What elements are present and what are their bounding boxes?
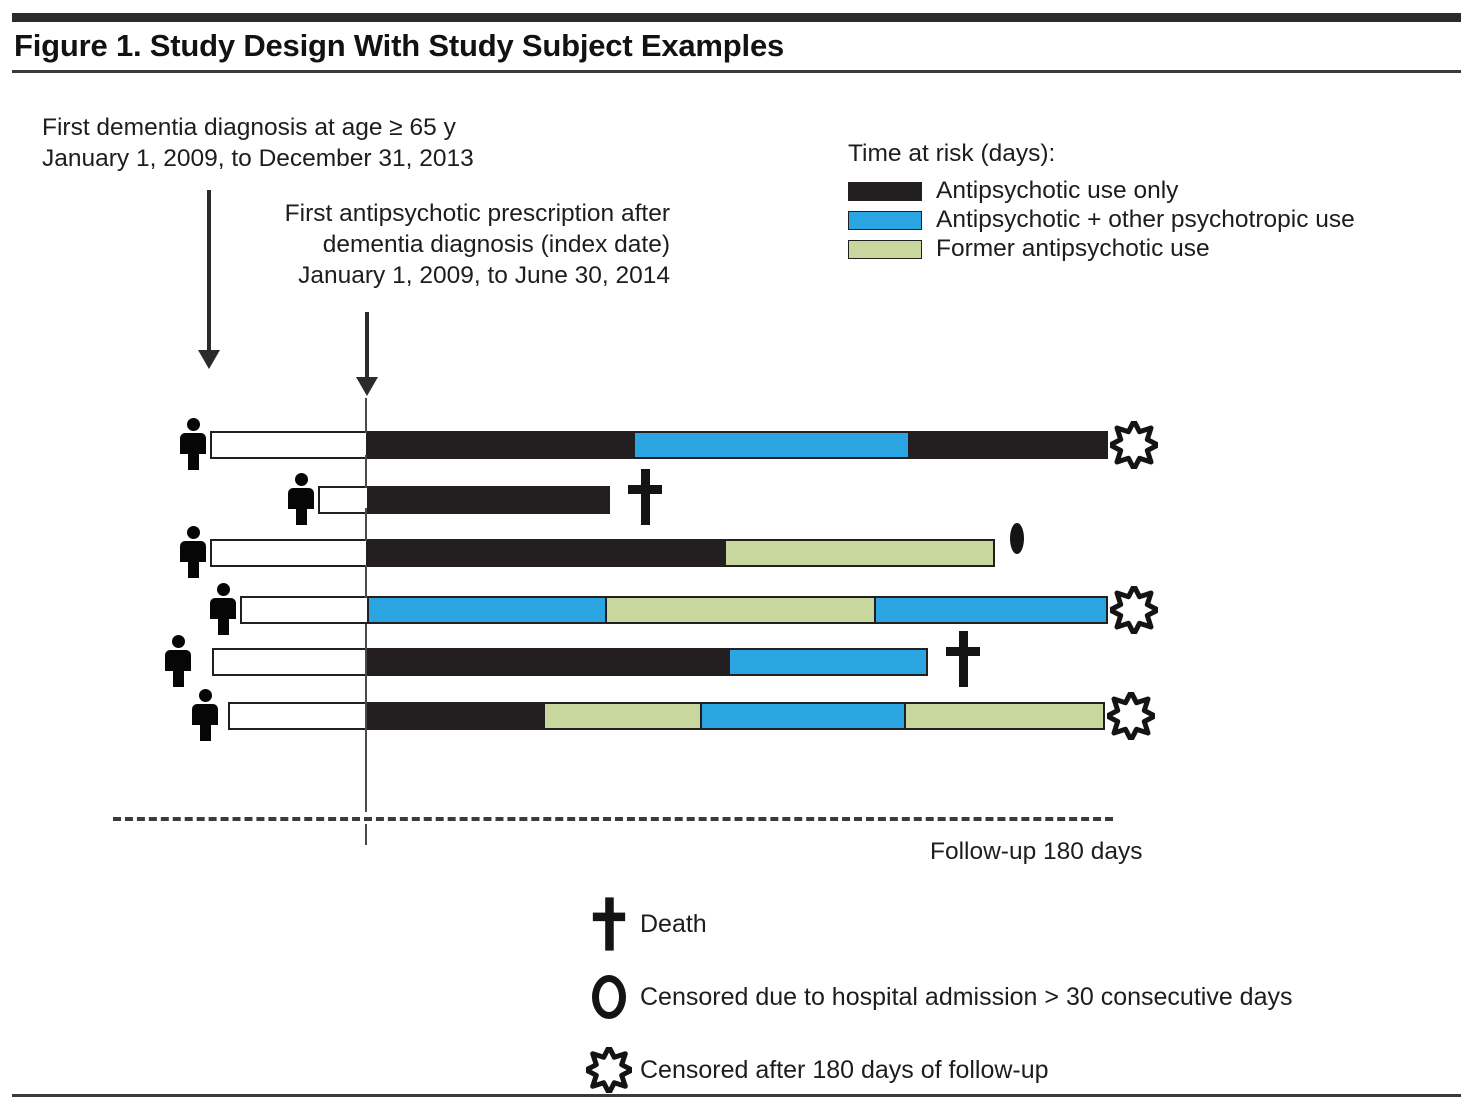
star-icon-subject-1 — [1107, 418, 1161, 474]
swatch-antipsychotic-plus-other — [848, 211, 922, 230]
bar-segment-pre — [230, 704, 367, 728]
index-date-line-segment — [365, 508, 368, 541]
bar-segment-black — [366, 541, 724, 565]
bar-segment-blue — [366, 598, 605, 622]
index-date-line-segment — [365, 824, 368, 845]
legend-item-death: Death — [578, 896, 1292, 952]
bar-segment-blue — [699, 704, 904, 728]
legend-item-blue: Antipsychotic + other psychotropic use — [848, 206, 1355, 235]
cross-icon — [578, 896, 640, 952]
bar-segment-black — [366, 704, 543, 728]
top-rule-thick — [12, 13, 1461, 22]
bar-segment-black — [908, 433, 1106, 457]
star-icon-subject-6 — [1104, 689, 1158, 745]
legend-item-censored-hospital: Censored due to hospital admission > 30 … — [578, 969, 1292, 1025]
timeline-bar-subject-3 — [210, 539, 995, 567]
bar-segment-pre — [320, 488, 368, 512]
bar-segment-pre — [212, 541, 367, 565]
bar-segment-black — [367, 488, 608, 512]
legend-label-former-antipsychotic: Former antipsychotic use — [936, 235, 1210, 263]
star-icon-subject-4 — [1107, 583, 1161, 639]
index-date-note: First antipsychotic prescription after d… — [284, 200, 670, 289]
timeline-bar-subject-4 — [240, 596, 1108, 624]
bar-segment-blue — [873, 598, 1106, 622]
circle-icon-subject-3 — [1010, 523, 1024, 554]
index-date-line-segment — [365, 565, 368, 598]
person-icon-subject-4 — [208, 583, 238, 635]
swatch-former-antipsychotic — [848, 240, 922, 259]
bar-segment-green — [604, 598, 874, 622]
time-at-risk-legend: Time at risk (days): Antipsychotic use o… — [848, 140, 1355, 264]
legend-item-censored-180: Censored after 180 days of follow-up — [578, 1042, 1292, 1098]
top-rule-thin — [12, 70, 1461, 73]
timeline-bar-subject-6 — [228, 702, 1105, 730]
page-title: Figure 1. Study Design With Study Subjec… — [14, 28, 785, 63]
legend-label-antipsychotic-plus-other: Antipsychotic + other psychotropic use — [936, 206, 1355, 234]
legend-title: Time at risk (days): — [848, 140, 1056, 167]
legend-item-green: Former antipsychotic use — [848, 235, 1355, 264]
legend-label-death: Death — [640, 909, 707, 938]
index-arrow-head-icon — [356, 377, 378, 396]
person-icon-subject-2 — [286, 473, 316, 525]
bar-segment-green — [903, 704, 1103, 728]
index-date-line-segment — [365, 398, 368, 433]
index-date-line-segment — [365, 455, 368, 488]
followup-180-days-line — [113, 817, 1113, 821]
bottom-rule — [12, 1094, 1461, 1097]
index-arrow-shaft — [365, 312, 369, 380]
bar-segment-black — [366, 650, 729, 674]
dementia-arrow-shaft — [207, 190, 211, 353]
dementia-diagnosis-note: First dementia diagnosis at age ≥ 65 y J… — [42, 114, 474, 172]
legend-item-black: Antipsychotic use only — [848, 177, 1355, 206]
bar-segment-green — [542, 704, 700, 728]
timeline-bar-subject-2 — [318, 486, 610, 514]
bar-segment-pre — [212, 433, 367, 457]
person-icon-subject-1 — [178, 418, 208, 470]
legend-label-censored-180: Censored after 180 days of follow-up — [640, 1055, 1049, 1084]
timeline-bar-subject-5 — [212, 648, 928, 676]
marker-legend: Death Censored due to hospital admission… — [578, 896, 1292, 1115]
person-icon-subject-5 — [163, 635, 193, 687]
bar-segment-blue — [633, 433, 909, 457]
timeline-bar-subject-1 — [210, 431, 1108, 459]
star-icon — [578, 1047, 640, 1093]
followup-label: Follow-up 180 days — [930, 838, 1143, 865]
bar-segment-blue — [728, 650, 926, 674]
person-icon-subject-6 — [190, 689, 220, 741]
circle-icon — [578, 975, 640, 1019]
bar-segment-pre — [214, 650, 367, 674]
bar-segment-black — [366, 433, 634, 457]
legend-label-censored-hospital: Censored due to hospital admission > 30 … — [640, 982, 1293, 1011]
legend-label-antipsychotic-only: Antipsychotic use only — [936, 177, 1179, 205]
index-date-line-segment — [365, 676, 368, 730]
index-date-line-segment — [365, 624, 368, 678]
bar-segment-green — [723, 541, 993, 565]
dementia-arrow-head-icon — [198, 350, 220, 369]
swatch-antipsychotic-only — [848, 182, 922, 201]
index-date-line-segment — [365, 730, 368, 812]
bar-segment-pre — [242, 598, 367, 622]
person-icon-subject-3 — [178, 526, 208, 578]
